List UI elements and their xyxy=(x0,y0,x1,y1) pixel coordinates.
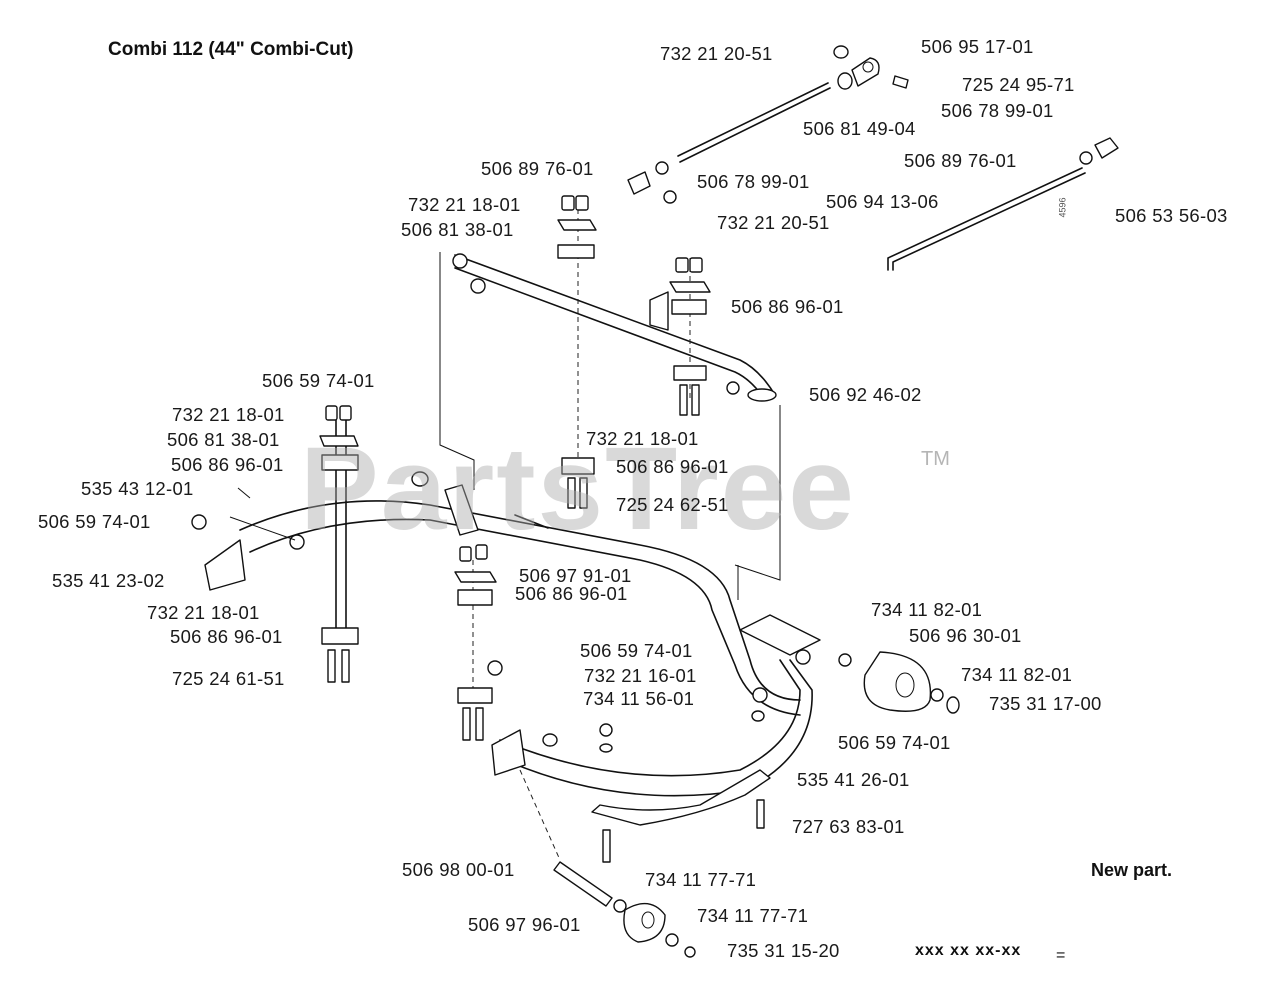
part-number-label: 506 59 74-01 xyxy=(580,640,693,661)
rod-right xyxy=(887,137,1119,271)
part-number-label: 506 97 96-01 xyxy=(468,914,581,935)
diagram-code: 4596 xyxy=(1057,197,1068,218)
part-number-label: 506 53 56-03 xyxy=(1115,205,1228,226)
part-number-label: 734 11 77-71 xyxy=(645,869,757,890)
part-number-label: 506 96 30-01 xyxy=(909,625,1022,646)
part-number-label: 506 86 96-01 xyxy=(170,626,283,647)
part-number-label: 506 86 96-01 xyxy=(731,296,844,317)
part-number-label: 725 24 61-51 xyxy=(172,668,285,689)
part-number-label: 506 98 00-01 xyxy=(402,859,515,880)
legend-code: xxx xx xx-xx xyxy=(915,942,1022,959)
part-number-label: 732 21 20-51 xyxy=(717,212,830,233)
roller-right xyxy=(739,614,960,714)
part-number-label: 506 89 76-01 xyxy=(481,158,594,179)
part-number-label: 735 31 15-20 xyxy=(727,940,840,961)
part-number-label: 734 11 77-71 xyxy=(697,905,809,926)
leader-lines xyxy=(229,487,296,541)
part-number-label: 732 21 18-01 xyxy=(408,194,521,215)
part-number-label: 506 81 49-04 xyxy=(803,118,916,139)
legend-symbol: = xyxy=(1056,947,1066,964)
part-number-label: 506 78 99-01 xyxy=(697,171,810,192)
part-number-label: 506 86 96-01 xyxy=(616,456,729,477)
new-part-note: New part. xyxy=(1091,860,1173,880)
clamp-stacks xyxy=(557,195,711,509)
part-number-label: 732 21 18-01 xyxy=(172,404,285,425)
left-clamp-stack xyxy=(319,405,359,683)
part-number-label: 506 94 13-06 xyxy=(826,191,939,212)
part-number-label: 535 43 12-01 xyxy=(81,478,194,499)
part-number-label: 732 21 16-01 xyxy=(584,665,697,686)
part-number-label: 725 24 95-71 xyxy=(962,74,1075,95)
middle-clamp-stack xyxy=(454,544,503,741)
watermark-trademark: TM xyxy=(921,448,950,470)
part-number-label: 535 41 23-02 xyxy=(52,570,165,591)
diagram-title: Combi 112 (44" Combi-Cut) xyxy=(108,39,354,60)
part-number-label: 734 11 82-01 xyxy=(871,599,983,620)
part-number-label: 506 95 17-01 xyxy=(921,36,1034,57)
part-number-label: 506 89 76-01 xyxy=(904,150,1017,171)
part-number-label: 506 81 38-01 xyxy=(167,429,280,450)
part-number-label: 506 59 74-01 xyxy=(838,732,951,753)
strap-lower xyxy=(591,769,771,863)
part-number-label: 725 24 62-51 xyxy=(616,494,729,515)
part-number-label: 506 81 38-01 xyxy=(401,219,514,240)
part-number-label: 506 59 74-01 xyxy=(38,511,151,532)
part-number-label: 732 21 18-01 xyxy=(147,602,260,623)
part-number-label: 506 59 74-01 xyxy=(262,370,375,391)
part-number-label: 506 92 46-02 xyxy=(809,384,922,405)
roller-bottom xyxy=(519,769,696,958)
part-number-label: 535 41 26-01 xyxy=(797,769,910,790)
upper-frame-bar xyxy=(452,253,777,402)
part-number-label: 735 31 17-00 xyxy=(989,693,1102,714)
part-number-label: 506 86 96-01 xyxy=(171,454,284,475)
part-number-label: 734 11 56-01 xyxy=(583,688,695,709)
watermark: PartsTree xyxy=(300,423,856,555)
part-number-label: 506 86 96-01 xyxy=(515,583,628,604)
control-rod-top xyxy=(627,45,909,204)
frame-panel xyxy=(439,252,781,600)
part-number-label: 732 21 18-01 xyxy=(586,428,699,449)
part-number-label: 727 63 83-01 xyxy=(792,816,905,837)
part-number-label: 732 21 20-51 xyxy=(660,43,773,64)
part-number-label: 734 11 82-01 xyxy=(961,664,1073,685)
part-number-label: 506 97 91-01 xyxy=(519,565,632,586)
part-number-label: 506 78 99-01 xyxy=(941,100,1054,121)
